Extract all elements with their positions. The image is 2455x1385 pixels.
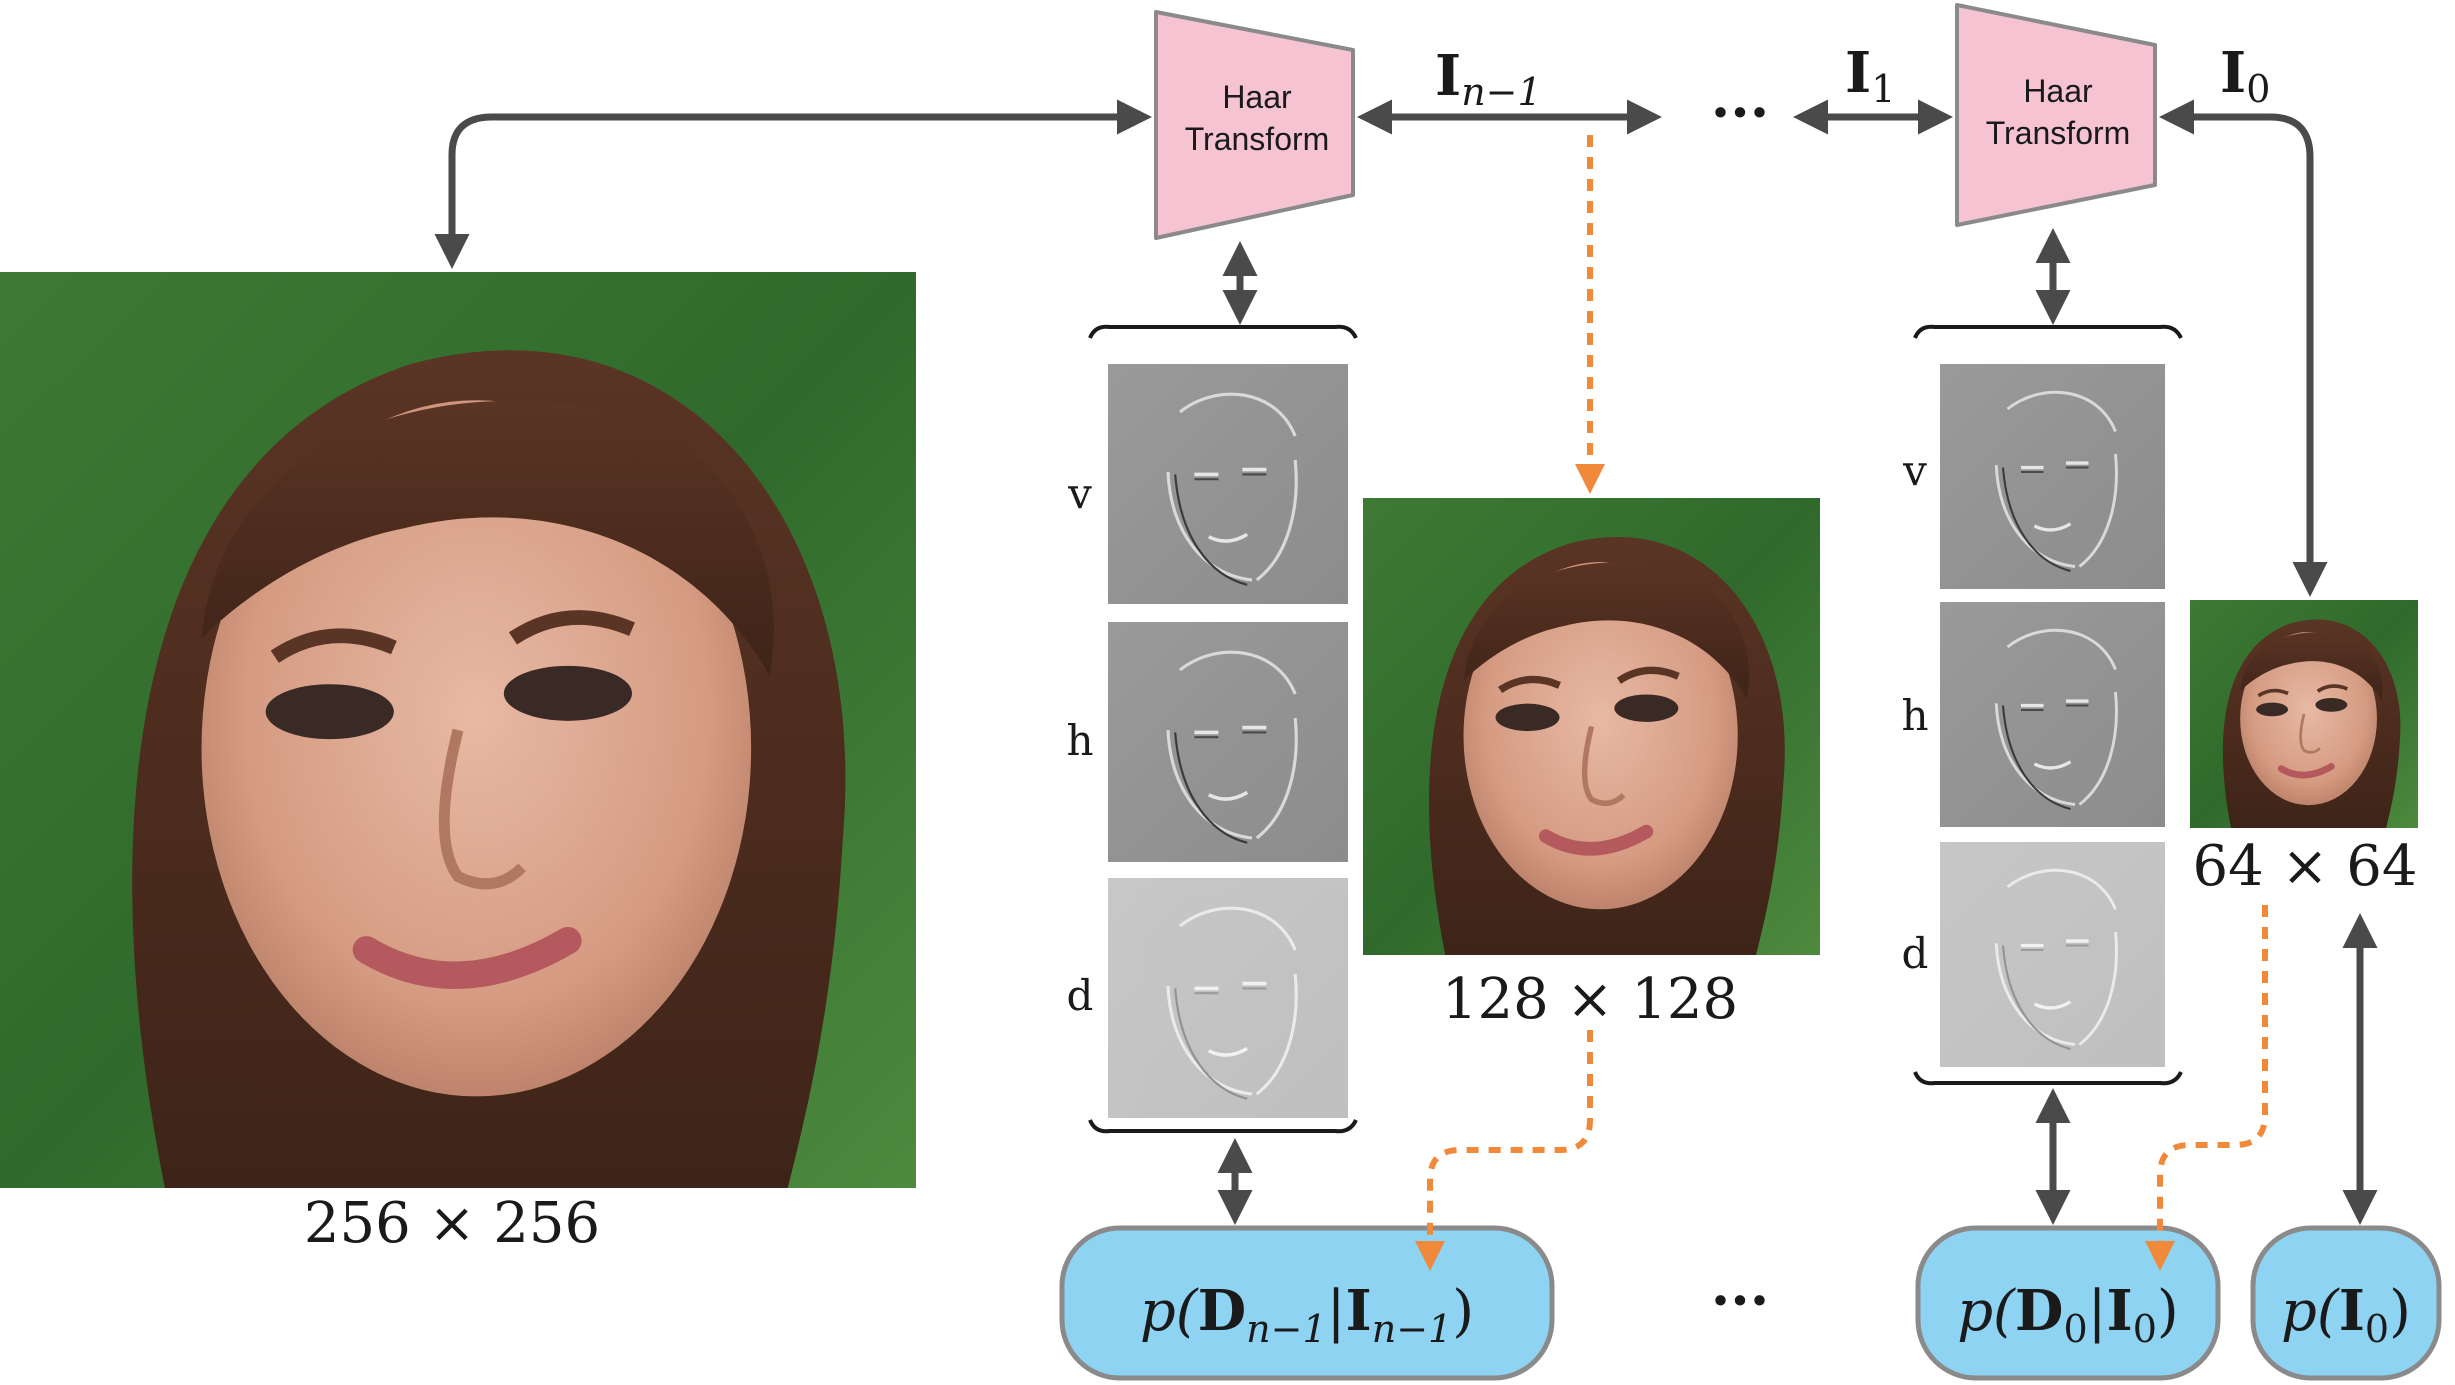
- subband-left-d: [1106, 876, 1350, 1120]
- dotted-arrow-image128-to-dist1: [1415, 1030, 1593, 1271]
- subband-right-d-label: d: [1902, 929, 1929, 978]
- distribution-d-n-minus-1: p(Dn−1|In−1): [1059, 1225, 1555, 1381]
- subband-right-h-label: h: [1901, 691, 1928, 740]
- dotted-arrow-image64-to-dist2: [2145, 905, 2268, 1271]
- subband-left-h: [1106, 620, 1350, 864]
- svg-text:Transform: Transform: [1986, 115, 2131, 151]
- subband-left-h-label: h: [1066, 716, 1093, 765]
- image-64: [2190, 600, 2418, 828]
- signal-i-n-minus-1: In−1: [1435, 43, 1542, 114]
- distribution-i-0: p(I0): [2250, 1225, 2442, 1381]
- ellipsis-top: ···: [1711, 80, 1770, 146]
- haar-transform-1: Haar Transform: [1154, 10, 1355, 240]
- subband-right-v: [1938, 362, 2167, 591]
- svg-text:p(Dn−1|In−1): p(Dn−1|In−1): [1140, 1278, 1474, 1351]
- haar-transform-2: Haar Transform: [1955, 3, 2157, 227]
- svg-text:p(D0|I0): p(D0|I0): [1957, 1278, 2179, 1351]
- signal-i-0: I0: [2220, 40, 2270, 111]
- svg-text:Haar: Haar: [2023, 73, 2093, 109]
- arrow-image-to-haar1: [434, 99, 1152, 269]
- image-256: [0, 272, 916, 1188]
- subband-right-v-label: v: [1902, 446, 1927, 495]
- subband-group-left: v h d: [1066, 324, 1358, 1134]
- svg-text:Haar: Haar: [1222, 79, 1292, 115]
- arrow-haar2-to-image64: [2159, 99, 2328, 597]
- subband-right-d: [1938, 840, 2167, 1069]
- subband-left-v: [1106, 362, 1350, 606]
- distribution-d-0: p(D0|I0): [1915, 1225, 2221, 1381]
- svg-text:Transform: Transform: [1185, 121, 1330, 157]
- size-label-128: 128 × 128: [1442, 967, 1738, 1032]
- svg-text:p(I0): p(I0): [2281, 1278, 2411, 1351]
- size-label-256: 256 × 256: [304, 1191, 600, 1256]
- subband-left-v-label: v: [1067, 469, 1092, 518]
- subband-group-right: v h d: [1901, 324, 2183, 1086]
- size-label-64: 64 × 64: [2192, 834, 2417, 899]
- dotted-arrows: [1415, 135, 2268, 1271]
- subband-right-h: [1938, 600, 2167, 829]
- ellipsis-bottom: ···: [1711, 1268, 1770, 1334]
- subband-left-d-label: d: [1067, 971, 1094, 1020]
- solid-arrows: [434, 99, 2378, 1225]
- image-128: [1363, 498, 1820, 955]
- signal-i-1: I1: [1845, 40, 1895, 111]
